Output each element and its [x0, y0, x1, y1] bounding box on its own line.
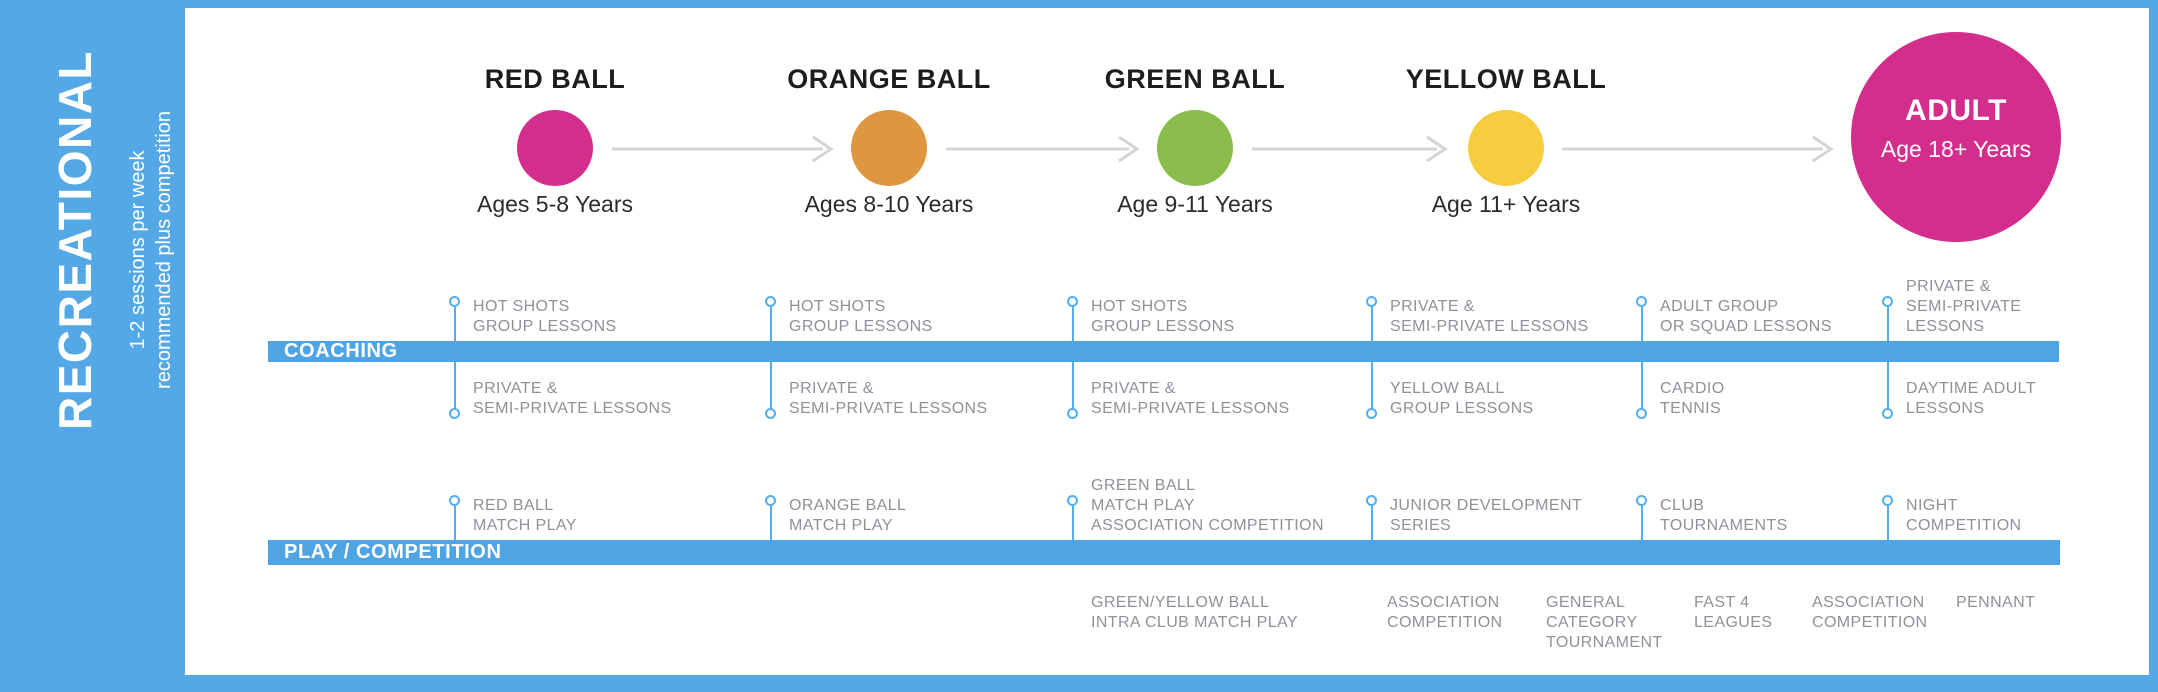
connector-dot: [765, 495, 776, 506]
connector-line: [1072, 307, 1074, 341]
connector-line: [1887, 506, 1889, 540]
connector-line: [1371, 307, 1373, 341]
connector-dot: [1636, 296, 1647, 307]
orange-ball-icon: [851, 110, 927, 186]
adult-stage-circle: ADULT Age 18+ Years: [1851, 32, 2061, 242]
stage-title-yellow-ball: YELLOW BALL: [1405, 64, 1607, 94]
connector-line: [1641, 307, 1643, 341]
stage-age-yellow-ball: Age 11+ Years: [1431, 191, 1581, 217]
play-item-bottom: GENERAL CATEGORY TOURNAMENT: [1546, 594, 1663, 651]
stage-age-red-ball: Ages 5-8 Years: [476, 191, 633, 217]
play-item-bottom: PENNANT: [1956, 594, 2036, 611]
connector-line: [1887, 307, 1889, 341]
connector-line: [1072, 506, 1074, 540]
sidebar-subtitle: 1-2 sessions per week recommended plus c…: [125, 111, 177, 389]
play-item-above: GREEN BALL MATCH PLAY ASSOCIATION COMPET…: [1091, 477, 1324, 534]
connector-dot: [1067, 296, 1078, 307]
connector-dot: [1882, 495, 1893, 506]
coaching-item-above: PRIVATE & SEMI-PRIVATE LESSONS: [1390, 298, 1589, 335]
play-item-above: ORANGE BALL MATCH PLAY: [789, 497, 907, 534]
connector-line: [1641, 362, 1643, 409]
connector-line: [1371, 362, 1373, 409]
connector-line: [454, 307, 456, 341]
connector-dot: [1882, 408, 1893, 419]
play-item-above: RED BALL MATCH PLAY: [473, 497, 577, 534]
red-ball-icon: [517, 110, 593, 186]
connector-dot: [1882, 296, 1893, 307]
connector-dot: [1366, 495, 1377, 506]
yellow-ball-icon: [1468, 110, 1544, 186]
play-item-above: NIGHT COMPETITION: [1906, 497, 2022, 534]
connector-dot: [1366, 408, 1377, 419]
play-item-bottom: FAST 4 LEAGUES: [1694, 594, 1773, 631]
connector-line: [1641, 506, 1643, 540]
coaching-item-above: ADULT GROUP OR SQUAD LESSONS: [1660, 298, 1832, 335]
connector-dot: [1636, 495, 1647, 506]
sidebar-title: RECREATIONAL: [49, 49, 101, 431]
arrow-right-icon: [1562, 135, 1834, 163]
play-item-above: CLUB TOURNAMENTS: [1660, 497, 1788, 534]
connector-line: [770, 362, 772, 409]
sidebar-subtitle-line1: 1-2 sessions per week: [127, 150, 149, 350]
connector-dot: [1636, 408, 1647, 419]
stage-title-orange-ball: ORANGE BALL: [787, 64, 991, 94]
play-item-bottom: ASSOCIATION COMPETITION: [1387, 594, 1503, 631]
coaching-item-above: HOT SHOTS GROUP LESSONS: [789, 298, 933, 335]
stage-title-green-ball: GREEN BALL: [1104, 64, 1286, 94]
connector-dot: [765, 408, 776, 419]
connector-line: [1887, 362, 1889, 409]
arrow-right-icon: [1252, 135, 1448, 163]
connector-line: [770, 506, 772, 540]
connector-line: [1072, 362, 1074, 409]
connector-dot: [1366, 296, 1377, 307]
connector-dot: [1067, 495, 1078, 506]
adult-age: Age 18+ Years: [1880, 136, 2032, 162]
play-item-bottom: ASSOCIATION COMPETITION: [1812, 594, 1928, 631]
adult-title: ADULT: [1905, 94, 2007, 127]
coaching-item-below: PRIVATE & SEMI-PRIVATE LESSONS: [473, 380, 672, 417]
coaching-item-above: HOT SHOTS GROUP LESSONS: [473, 298, 617, 335]
play-competition-band: PLAY / COMPETITION: [268, 540, 2060, 565]
connector-dot: [1067, 408, 1078, 419]
arrow-right-icon: [946, 135, 1140, 163]
connector-dot: [449, 408, 460, 419]
sidebar-subtitle-line2: recommended plus competition: [153, 111, 175, 389]
connector-line: [454, 506, 456, 540]
coaching-item-below: PRIVATE & SEMI-PRIVATE LESSONS: [789, 380, 988, 417]
coaching-item-below: PRIVATE & SEMI-PRIVATE LESSONS: [1091, 380, 1290, 417]
coaching-band: COACHING: [268, 341, 2059, 362]
coaching-item-above: HOT SHOTS GROUP LESSONS: [1091, 298, 1235, 335]
play-item-bottom: GREEN/YELLOW BALL INTRA CLUB MATCH PLAY: [1091, 594, 1298, 631]
connector-line: [454, 362, 456, 409]
play-item-above: JUNIOR DEVELOPMENT SERIES: [1390, 497, 1583, 534]
stage-title-red-ball: RED BALL: [484, 64, 626, 94]
coaching-item-above: PRIVATE & SEMI-PRIVATE LESSONS: [1906, 278, 2022, 335]
coaching-item-below: DAYTIME ADULT LESSONS: [1906, 380, 2036, 417]
connector-dot: [765, 296, 776, 307]
connector-line: [770, 307, 772, 341]
connector-dot: [449, 495, 460, 506]
connector-dot: [449, 296, 460, 307]
arrow-right-icon: [612, 135, 834, 163]
stage-age-green-ball: Age 9-11 Years: [1117, 191, 1273, 217]
coaching-item-below: CARDIO TENNIS: [1660, 380, 1725, 417]
connector-line: [1371, 506, 1373, 540]
coaching-item-below: YELLOW BALL GROUP LESSONS: [1390, 380, 1534, 417]
stage-age-orange-ball: Ages 8-10 Years: [804, 191, 974, 217]
green-ball-icon: [1157, 110, 1233, 186]
